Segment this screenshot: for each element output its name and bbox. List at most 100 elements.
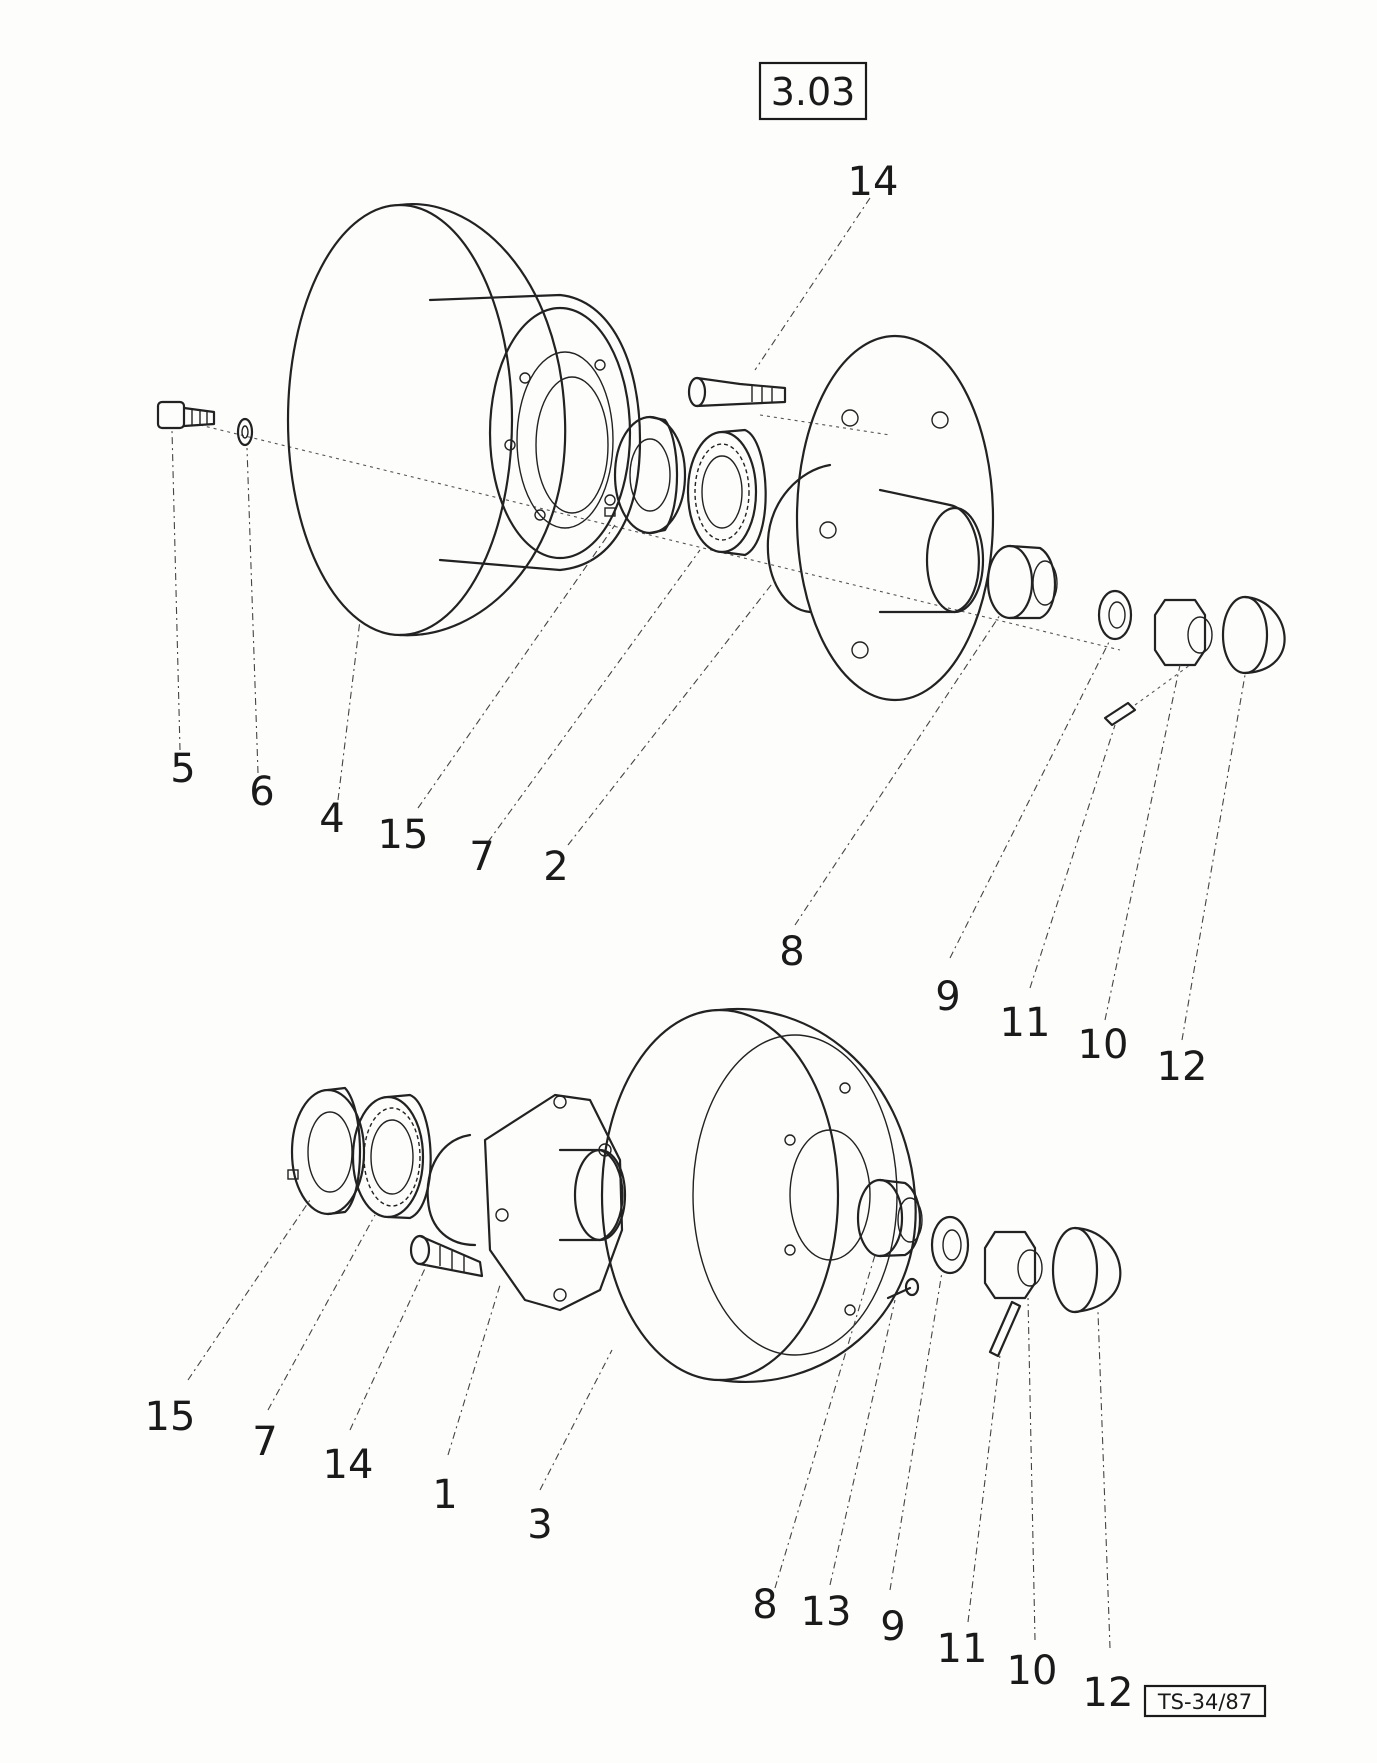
leader-2 [567, 579, 776, 846]
hub-rear-spigot [766, 463, 832, 614]
callout-12-upper: 12 [1157, 1044, 1208, 1090]
screw-head [904, 1277, 920, 1297]
drum-bolt-hole [839, 1082, 851, 1094]
drum-bolt-hole [844, 1304, 856, 1316]
callout-14-upper: 14 [848, 159, 899, 205]
cap-dome [1243, 595, 1286, 675]
leader-3 [539, 1349, 613, 1491]
hub-part-2 [766, 334, 995, 702]
drum-bolt-hole [784, 1134, 796, 1146]
bearing-width [1008, 544, 1057, 620]
leader-6 [246, 447, 259, 774]
leader-15-lower [187, 1199, 311, 1381]
leader-15-upper [417, 524, 616, 809]
castle-nut-part-10-upper [1153, 598, 1213, 667]
hub-spindle-end [573, 1148, 627, 1242]
nut-body [1153, 598, 1207, 667]
callout-6: 6 [249, 769, 274, 815]
seal-inner [307, 1111, 353, 1193]
hub-stud-hole [931, 411, 949, 429]
stud-head [687, 376, 707, 408]
section-code-box [758, 61, 868, 121]
hub-stud-hole [553, 1095, 567, 1109]
leader-12-lower [1097, 1311, 1111, 1649]
hub-stud-hole [841, 409, 859, 427]
hub-stud-hole [495, 1208, 509, 1222]
upper-axis-line [199, 424, 1121, 651]
bearing-part-7 [686, 428, 767, 557]
hub-stud-hole [819, 521, 837, 539]
cotter-pin-part-11-upper [1103, 664, 1191, 727]
callout-7-lower: 7 [252, 1419, 277, 1465]
callout-10-lower: 10 [1007, 1648, 1058, 1694]
callout-2: 2 [543, 844, 568, 890]
leader-11-lower [967, 1354, 1001, 1623]
castle-nut-part-10-lower [983, 1230, 1043, 1300]
bearing-width [720, 428, 767, 557]
washer-inner [241, 425, 249, 439]
bearing-outer-ring [686, 430, 758, 554]
leader-7-lower [267, 1214, 376, 1411]
disc-bolt-hole [519, 372, 531, 384]
washer-part-9-upper [1097, 589, 1133, 641]
leader-14-upper [754, 197, 871, 371]
disc-hat-outer [428, 293, 642, 572]
stud-thread [751, 386, 773, 402]
callout-14-lower: 14 [323, 1442, 374, 1488]
disc-hat-bore-inner [535, 376, 609, 514]
washer-inner [1108, 601, 1126, 629]
callout-11-upper: 11 [1000, 1000, 1051, 1046]
drawing-ref-badge: TS-34/87 [1143, 1684, 1267, 1718]
callout-15-lower: 15 [145, 1394, 196, 1440]
screw-part-5 [156, 400, 216, 430]
hub-stud-hole [553, 1288, 567, 1302]
cap-dome [1073, 1226, 1122, 1314]
drum-face [692, 1034, 898, 1356]
callout-13: 13 [801, 1589, 852, 1635]
hub-part-1 [426, 1093, 627, 1312]
leader-9-upper [949, 639, 1111, 959]
disc-bolt-hole [534, 509, 546, 521]
callout-8-upper: 8 [779, 929, 804, 975]
leader-8-upper [794, 614, 1001, 926]
bearing-outer [986, 544, 1034, 620]
drum-bolt-hole [784, 1244, 796, 1256]
callout-1: 1 [432, 1472, 457, 1518]
drum-shell [718, 1007, 917, 1383]
nut-crown [1017, 1249, 1043, 1287]
callout-10-upper: 10 [1078, 1022, 1129, 1068]
callout-12-lower: 12 [1083, 1670, 1134, 1716]
seal-tab [604, 507, 616, 517]
lower-assembly: 15 7 14 1 3 8 13 9 11 10 12 [145, 1007, 1134, 1716]
washer-inner [942, 1229, 962, 1261]
seal-inner [629, 438, 671, 512]
washer-part-9-lower [930, 1215, 970, 1275]
dust-cap-part-12-lower [1051, 1226, 1122, 1314]
cap-rim [1051, 1226, 1099, 1314]
callout-9-lower: 9 [880, 1604, 905, 1650]
section-code: 3.03 [771, 70, 856, 114]
washer-part-6 [236, 417, 254, 447]
hub-spindle [878, 488, 980, 614]
screw-part-13 [886, 1277, 920, 1300]
hub-spindle [558, 1148, 624, 1242]
callout-11-lower: 11 [937, 1626, 988, 1672]
washer-outer [930, 1215, 970, 1275]
bearing-width [878, 1178, 922, 1258]
callout-7-upper: 7 [469, 834, 494, 880]
bearing-part-7-lower [351, 1093, 432, 1220]
brake-disc-part-4 [286, 203, 642, 637]
section-code-badge: 3.03 [758, 61, 868, 121]
leader-4 [337, 619, 361, 801]
bearing-rollers [363, 1107, 421, 1207]
cotter-pin-part-11-lower [988, 1300, 1022, 1358]
washer-outer [236, 417, 254, 447]
bearing-part-8-lower [856, 1178, 923, 1258]
bearing-rollers [694, 443, 750, 541]
pin-axis [1134, 664, 1191, 706]
leader-10-lower [1027, 1297, 1036, 1641]
dust-cap-part-12-upper [1221, 595, 1286, 675]
seal-part-15 [604, 415, 687, 535]
